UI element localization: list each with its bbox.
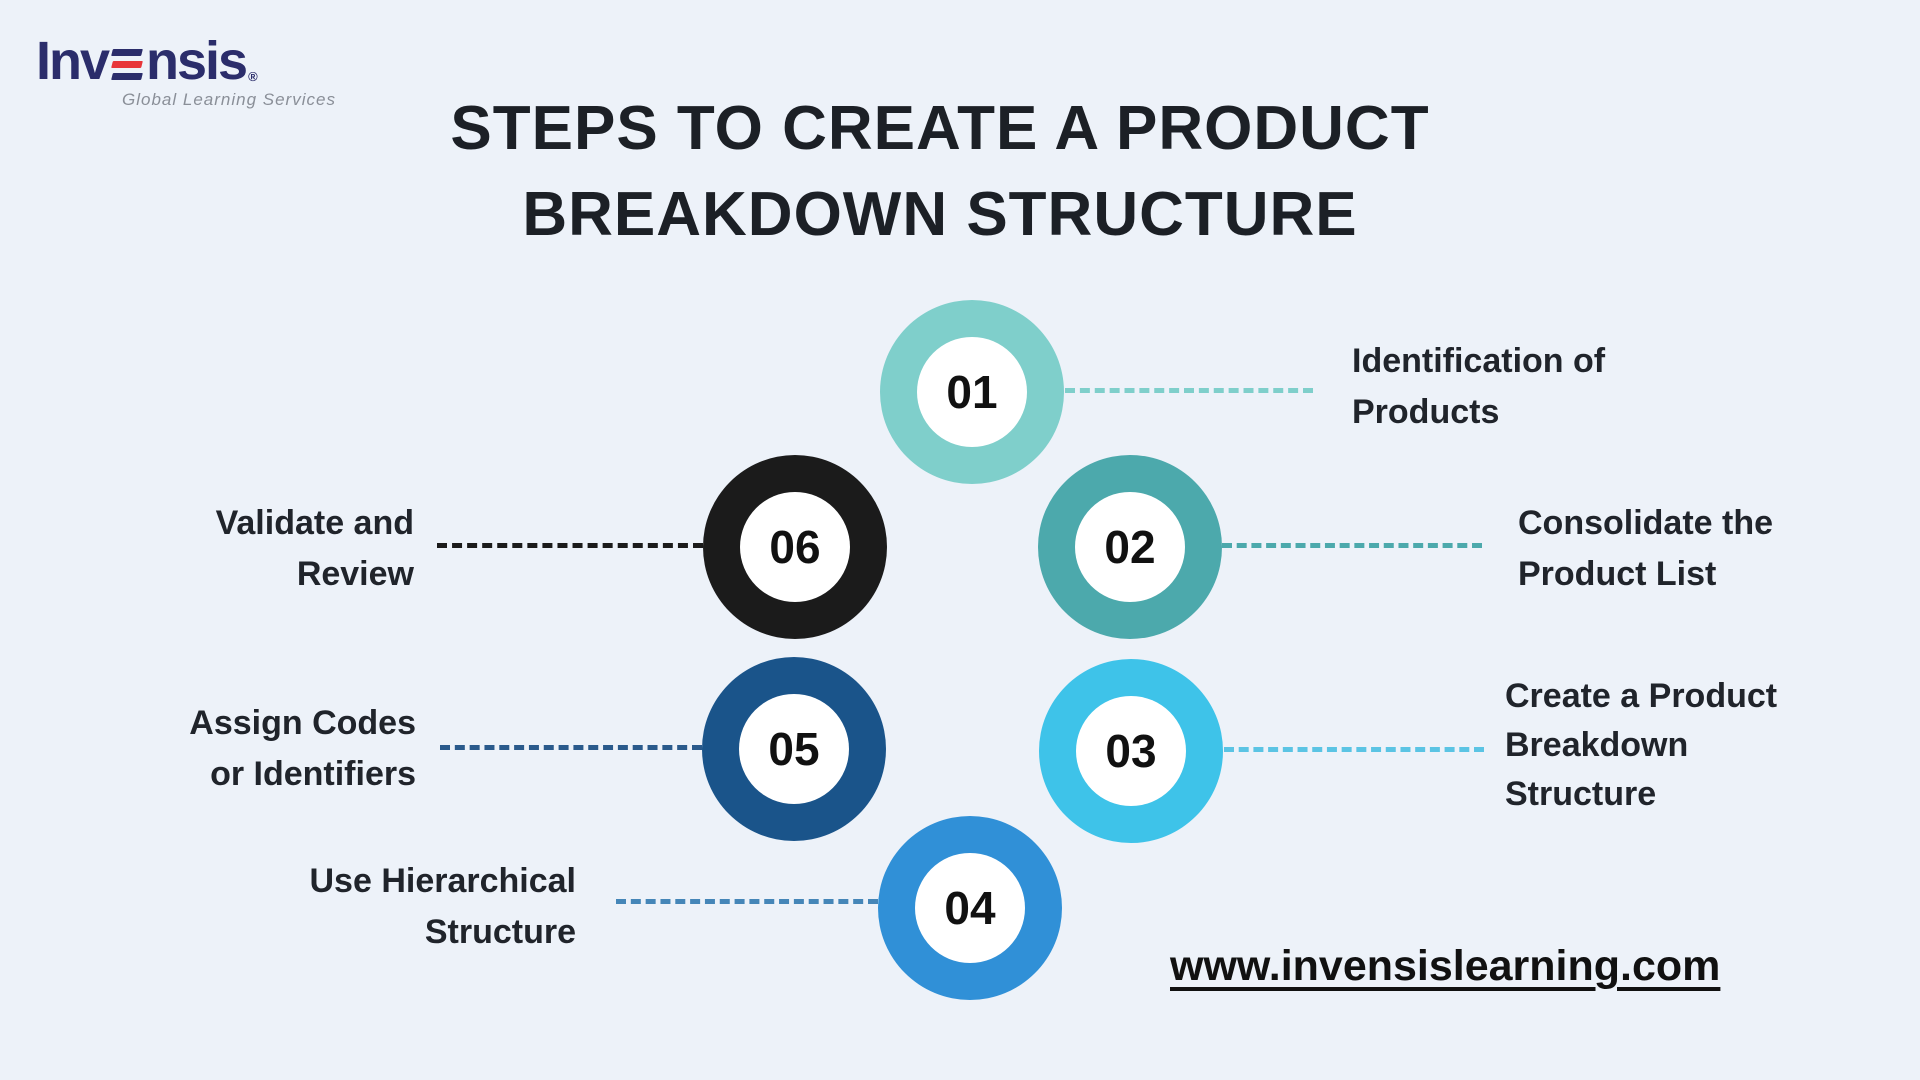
connector-dash-06 — [437, 543, 703, 548]
step-label-04: Use Hierarchical Structure — [309, 862, 577, 951]
logo-e-bar-bottom — [111, 72, 143, 80]
step-circle-03-inner: 03 — [1076, 696, 1186, 806]
website-link[interactable]: www.invensislearning.com — [1170, 942, 1721, 990]
page-title-line2: BREAKDOWN STRUCTURE — [522, 180, 1358, 249]
step-circle-06: 06 — [703, 455, 887, 639]
step-circle-04: 04 — [878, 816, 1062, 1000]
step-circle-05: 05 — [702, 657, 886, 841]
step-number-02: 02 — [1104, 521, 1156, 573]
step-circle-03: 03 — [1039, 659, 1223, 843]
page-title-line1: STEPS TO CREATE A PRODUCT — [450, 94, 1430, 163]
step-circle-04-inner: 04 — [915, 853, 1025, 963]
logo-e-bar-top — [111, 48, 143, 56]
step-number-04: 04 — [944, 882, 996, 934]
invensis-logo: Inv nsis ® Global Learning Services — [36, 34, 336, 110]
registered-trademark-icon: ® — [248, 69, 258, 84]
step-label-05: Assign Codes or Identifiers — [189, 704, 416, 793]
step-number-01: 01 — [946, 366, 998, 418]
logo-text-inv: Inv — [36, 31, 110, 91]
step-number-05: 05 — [768, 723, 820, 775]
step-circle-06-inner: 06 — [740, 492, 850, 602]
step-label-02: Consolidate the Product List — [1518, 504, 1774, 593]
connector-dash-01 — [1065, 388, 1313, 393]
step-number-06: 06 — [769, 521, 821, 573]
connector-dash-02 — [1222, 543, 1482, 548]
logo-e-bar-middle — [111, 60, 143, 68]
step-label-06: Validate and Review — [215, 504, 414, 593]
connector-dash-04 — [616, 899, 878, 904]
step-circle-01: 01 — [880, 300, 1064, 484]
step-circle-02: 02 — [1038, 455, 1222, 639]
connector-dash-05 — [440, 745, 702, 750]
step-label-03: Create a Product Breakdown Structure — [1505, 677, 1778, 813]
step-circle-01-inner: 01 — [917, 337, 1027, 447]
step-number-03: 03 — [1105, 725, 1157, 777]
step-label-01: Identification of Products — [1352, 342, 1606, 431]
logo-tagline: Global Learning Services — [122, 90, 336, 109]
connector-dash-03 — [1224, 747, 1484, 752]
logo-e-icon — [111, 48, 143, 80]
step-circle-02-inner: 02 — [1075, 492, 1185, 602]
logo-text-nsis: nsis — [146, 31, 248, 91]
page-title: STEPS TO CREATE A PRODUCT BREAKDOWN STRU… — [140, 86, 1740, 258]
step-circle-05-inner: 05 — [739, 694, 849, 804]
logo-wordmark: Inv nsis ® — [36, 34, 336, 88]
